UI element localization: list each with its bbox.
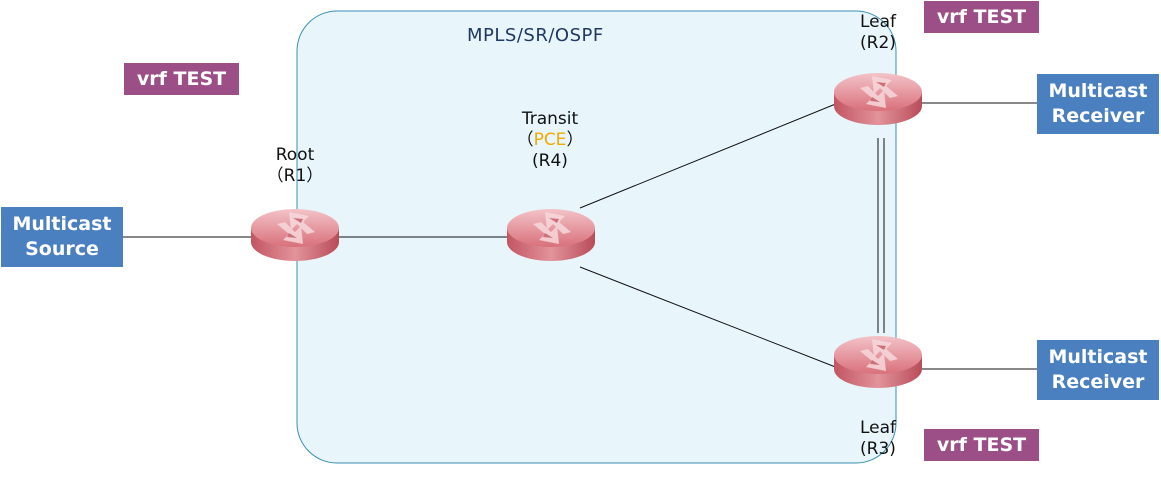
multicast-receiver-box: Multicast Receiver (1037, 340, 1159, 400)
box-line: Receiver (1051, 105, 1145, 127)
box-line: Receiver (1051, 371, 1145, 393)
router-icon (507, 209, 595, 261)
node-id: (R4) (532, 151, 568, 171)
vrf-badge: vrf TEST (924, 429, 1039, 461)
multicast-receiver-box: Multicast Receiver (1037, 74, 1159, 134)
node-id: （R1） (266, 166, 324, 186)
links (123, 102, 1037, 370)
multicast-source-box: Multicast Source (1, 207, 123, 267)
node-title: Root (275, 145, 315, 165)
pce-label: PCE (533, 130, 567, 150)
link-r4-r2 (579, 102, 839, 209)
router-icon (251, 209, 339, 261)
link-r4-r3 (579, 266, 839, 369)
node-title: Leaf (859, 418, 897, 438)
vrf-badge: vrf TEST (924, 1, 1039, 33)
box-line: Source (25, 238, 99, 260)
node-role: （PCE） (516, 130, 584, 150)
box-line: Multicast (1048, 80, 1148, 102)
node-label-r2: Leaf (R2) (838, 12, 918, 54)
domain-label: MPLS/SR/OSPF (467, 25, 604, 46)
node-id: (R3) (860, 439, 896, 459)
box-line: Multicast (12, 213, 112, 235)
node-label-r4: Transit （PCE） (R4) (500, 109, 600, 172)
node-id: (R2) (860, 33, 896, 53)
router-icon (834, 73, 922, 125)
node-title: Transit (521, 109, 579, 129)
router-icon (834, 336, 922, 388)
vrf-badge: vrf TEST (124, 63, 239, 95)
node-label-r1: Root （R1） (255, 145, 335, 187)
box-line: Multicast (1048, 346, 1148, 368)
node-title: Leaf (859, 12, 897, 32)
node-label-r3: Leaf (R3) (838, 418, 918, 460)
